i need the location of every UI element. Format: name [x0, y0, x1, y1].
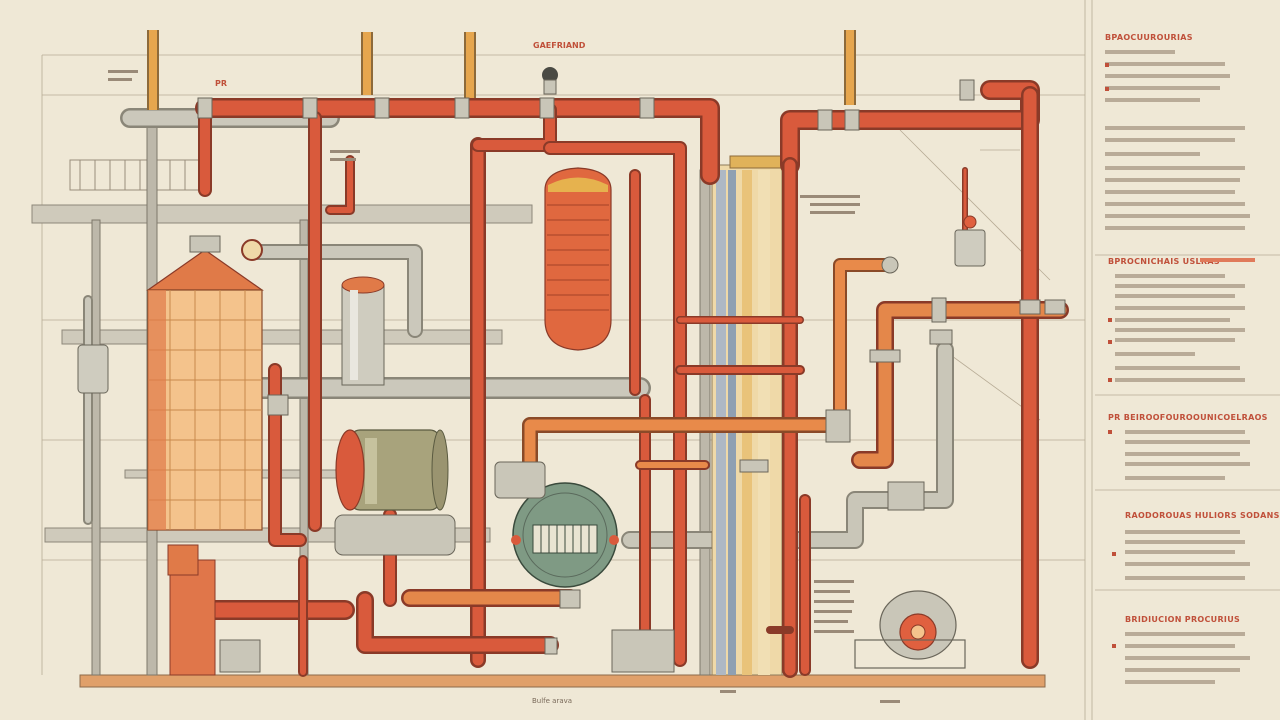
pipe-flanges — [197, 79, 1066, 655]
pump — [219, 590, 966, 673]
panel-section-4-heading: BRIDIUCION PROCURIUS — [1125, 615, 1240, 624]
spec-panel: BPAOCUUROURIAS BPROCNICHAIS USLRAS PR BE… — [1105, 33, 1280, 684]
diagram-annotations: GAEFRIAND PR Bulfe arava — [108, 41, 900, 705]
bottom-label: Bulfe arava — [532, 697, 572, 705]
olive-drum — [334, 429, 456, 556]
red-pressure-tank — [544, 167, 612, 351]
center-column — [711, 155, 783, 676]
grey-column-vessel — [341, 276, 385, 386]
valves-and-gauges — [77, 67, 986, 576]
diagram-title: GAEFRIAND — [533, 41, 586, 50]
top-vents — [147, 30, 856, 110]
panel-section-3-heading: RAODOROUAS HULIORS SODANS — [1125, 511, 1280, 520]
panel-section-1-heading: BPROCNICHAIS USLRAS — [1108, 257, 1220, 266]
callout-label: PR — [215, 79, 227, 88]
red-pipes — [195, 80, 1069, 678]
tower-vessel — [146, 235, 264, 676]
panel-body-text — [1105, 50, 1250, 684]
green-reactor — [494, 461, 619, 588]
panel-section-2-heading: PR BEIROOFOUROOUNICOELRAOS — [1108, 413, 1268, 422]
panel-heading: BPAOCUUROURIAS — [1105, 33, 1193, 42]
